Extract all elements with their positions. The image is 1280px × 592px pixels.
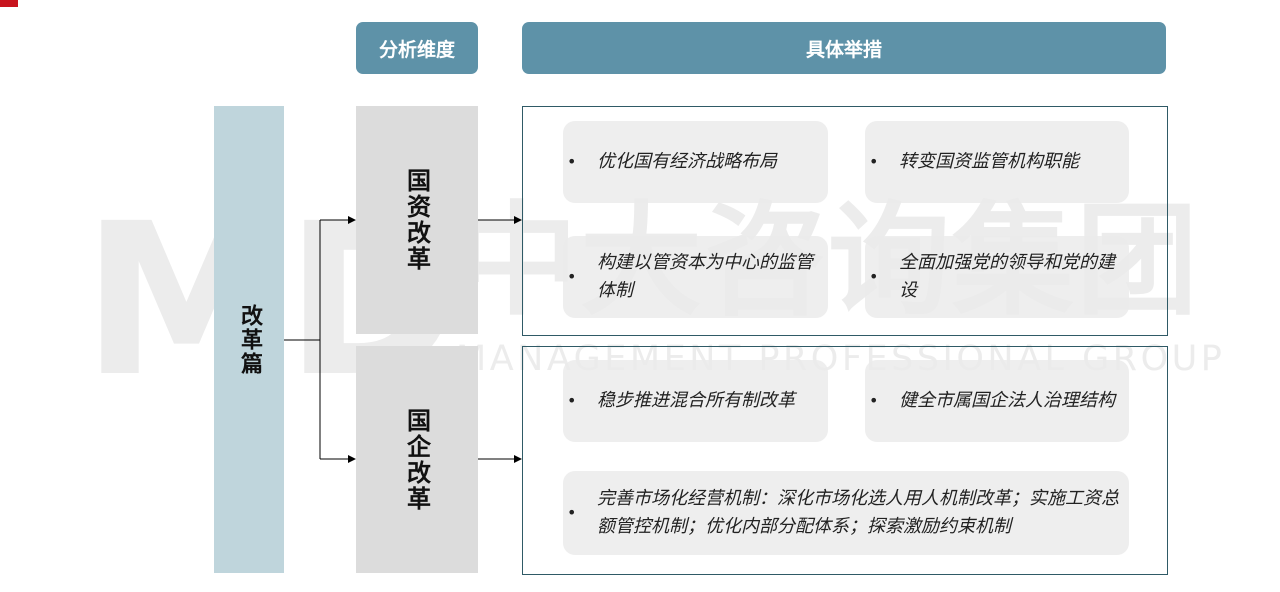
bullet-icon: • — [567, 267, 577, 286]
measure-item: • 全面加强党的领导和党的建设 — [865, 236, 1129, 318]
measure-text: 全面加强党的领导和党的建设 — [899, 252, 1115, 301]
measure-item: • 优化国有经济战略布局 — [563, 121, 828, 203]
measure-item: • 稳步推进混合所有制改革 — [563, 360, 828, 442]
header-analysis-dimension-label: 分析维度 — [378, 38, 455, 61]
bullet-icon: • — [567, 391, 577, 410]
dimension-bar-soe: 国企改革 — [356, 346, 478, 573]
measure-item: • 转变国资监管机构职能 — [865, 121, 1129, 203]
measure-item: • 构建以管资本为中心的监管体制 — [563, 236, 828, 318]
header-analysis-dimension: 分析维度 — [356, 22, 478, 74]
dimension-label-state-assets: 国资改革 — [402, 168, 431, 272]
measure-text: 构建以管资本为中心的监管体制 — [597, 252, 813, 301]
dimension-label-soe: 国企改革 — [402, 407, 431, 512]
measure-text: 转变国资监管机构职能 — [899, 151, 1079, 172]
main-category-label: 改革篇 — [237, 303, 262, 376]
bullet-icon: • — [567, 152, 577, 171]
measure-text: 优化国有经济战略布局 — [597, 151, 777, 172]
bullet-icon: • — [869, 267, 879, 286]
measure-item: • 健全市属国企法人治理结构 — [865, 360, 1129, 442]
main-category-bar: 改革篇 — [214, 106, 284, 573]
dimension-bar-state-assets: 国资改革 — [356, 106, 478, 334]
bullet-icon: • — [869, 152, 879, 171]
corner-accent-mark — [0, 0, 18, 7]
header-specific-measures-label: 具体举措 — [805, 38, 882, 61]
measure-item: • 完善市场化经营机制：深化市场化选人用人机制改革；实施工资总额管控机制；优化内… — [563, 471, 1129, 555]
header-specific-measures: 具体举措 — [522, 22, 1166, 74]
measure-text: 健全市属国企法人治理结构 — [899, 390, 1115, 411]
measures-group-soe — [522, 346, 1168, 575]
bullet-icon: • — [567, 503, 577, 522]
measure-text: 稳步推进混合所有制改革 — [597, 390, 795, 411]
measure-text: 完善市场化经营机制：深化市场化选人用人机制改革；实施工资总额管控机制；优化内部分… — [597, 488, 1119, 537]
bullet-icon: • — [869, 391, 879, 410]
measures-group-state-assets — [522, 106, 1168, 336]
